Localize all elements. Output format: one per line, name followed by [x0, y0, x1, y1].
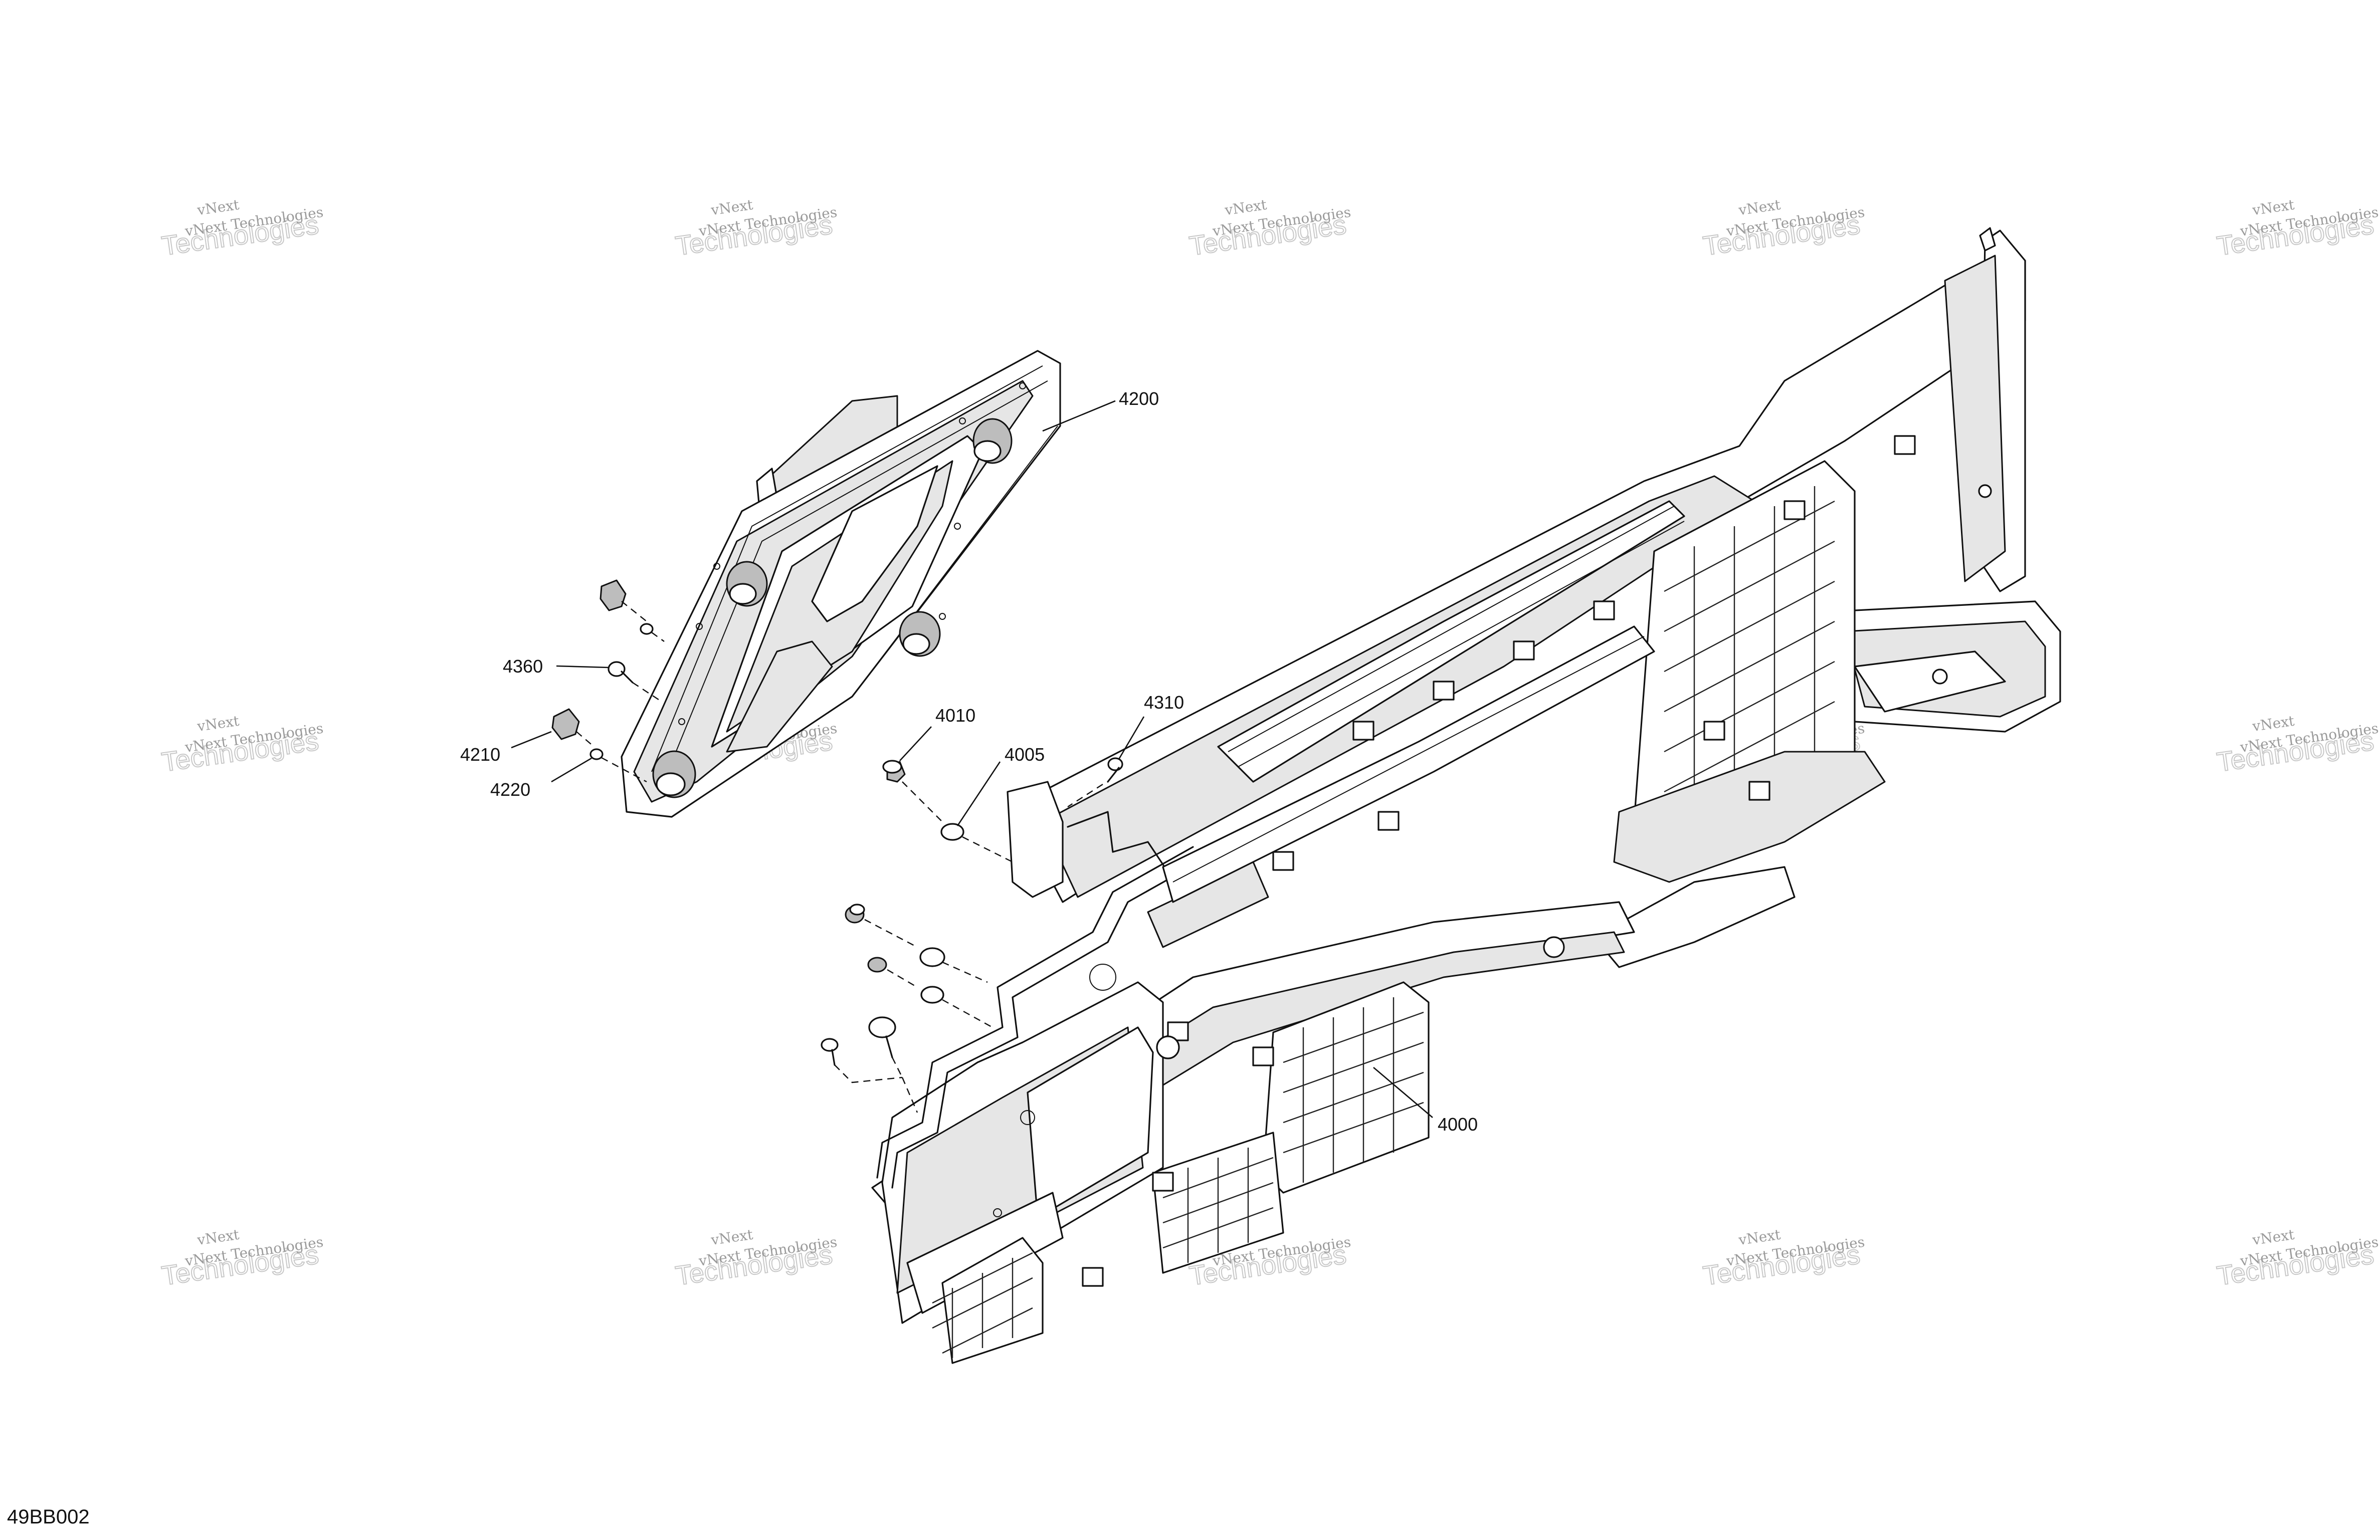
fasteners-4010-4005-4310: [821, 757, 1123, 1113]
lower-grid: [1152, 981, 1430, 1274]
callout-4200: 4200: [1119, 388, 1159, 409]
watermark-vnext: vNext: [195, 196, 240, 219]
watermark-vnext: vNext: [2251, 713, 2295, 735]
callout-4360: 4360: [503, 656, 543, 677]
watermark-vnext: vNext: [709, 1226, 754, 1249]
front-grid: [932, 1252, 1033, 1358]
leader-lines: [511, 400, 1433, 1118]
frame-clips: [1082, 435, 1916, 1287]
watermark-vnext: vNext: [1737, 196, 1781, 219]
callout-4010: 4010: [935, 705, 975, 726]
panel-4200-drawing: [621, 350, 1061, 818]
center-grid: [1664, 486, 1835, 822]
watermark-vnext: vNext: [195, 713, 240, 735]
watermark-vnext: vNext: [2251, 1226, 2295, 1249]
fasteners-4210-4220-4360: [551, 579, 665, 783]
bumper-grommets: [652, 418, 1013, 798]
figure-code: 49BB002: [7, 1506, 90, 1528]
callout-4310: 4310: [1144, 692, 1184, 713]
watermark-vnext: vNext: [2251, 196, 2295, 219]
frame-4000-drawing: [871, 227, 2061, 1364]
callout-labels: 4200 4360 4210 4220 4010 4005 4310 4000: [460, 388, 1478, 1135]
watermark-vnext: vNext: [1737, 1226, 1781, 1249]
callout-4005: 4005: [1005, 744, 1045, 765]
callout-4210: 4210: [460, 744, 500, 765]
callout-4220: 4220: [490, 779, 530, 800]
watermark-vnext: vNext: [195, 1226, 240, 1249]
callout-4000: 4000: [1438, 1114, 1478, 1135]
watermark-vnext: vNext: [709, 196, 754, 219]
watermark-vnext: vNext: [1223, 196, 1268, 219]
